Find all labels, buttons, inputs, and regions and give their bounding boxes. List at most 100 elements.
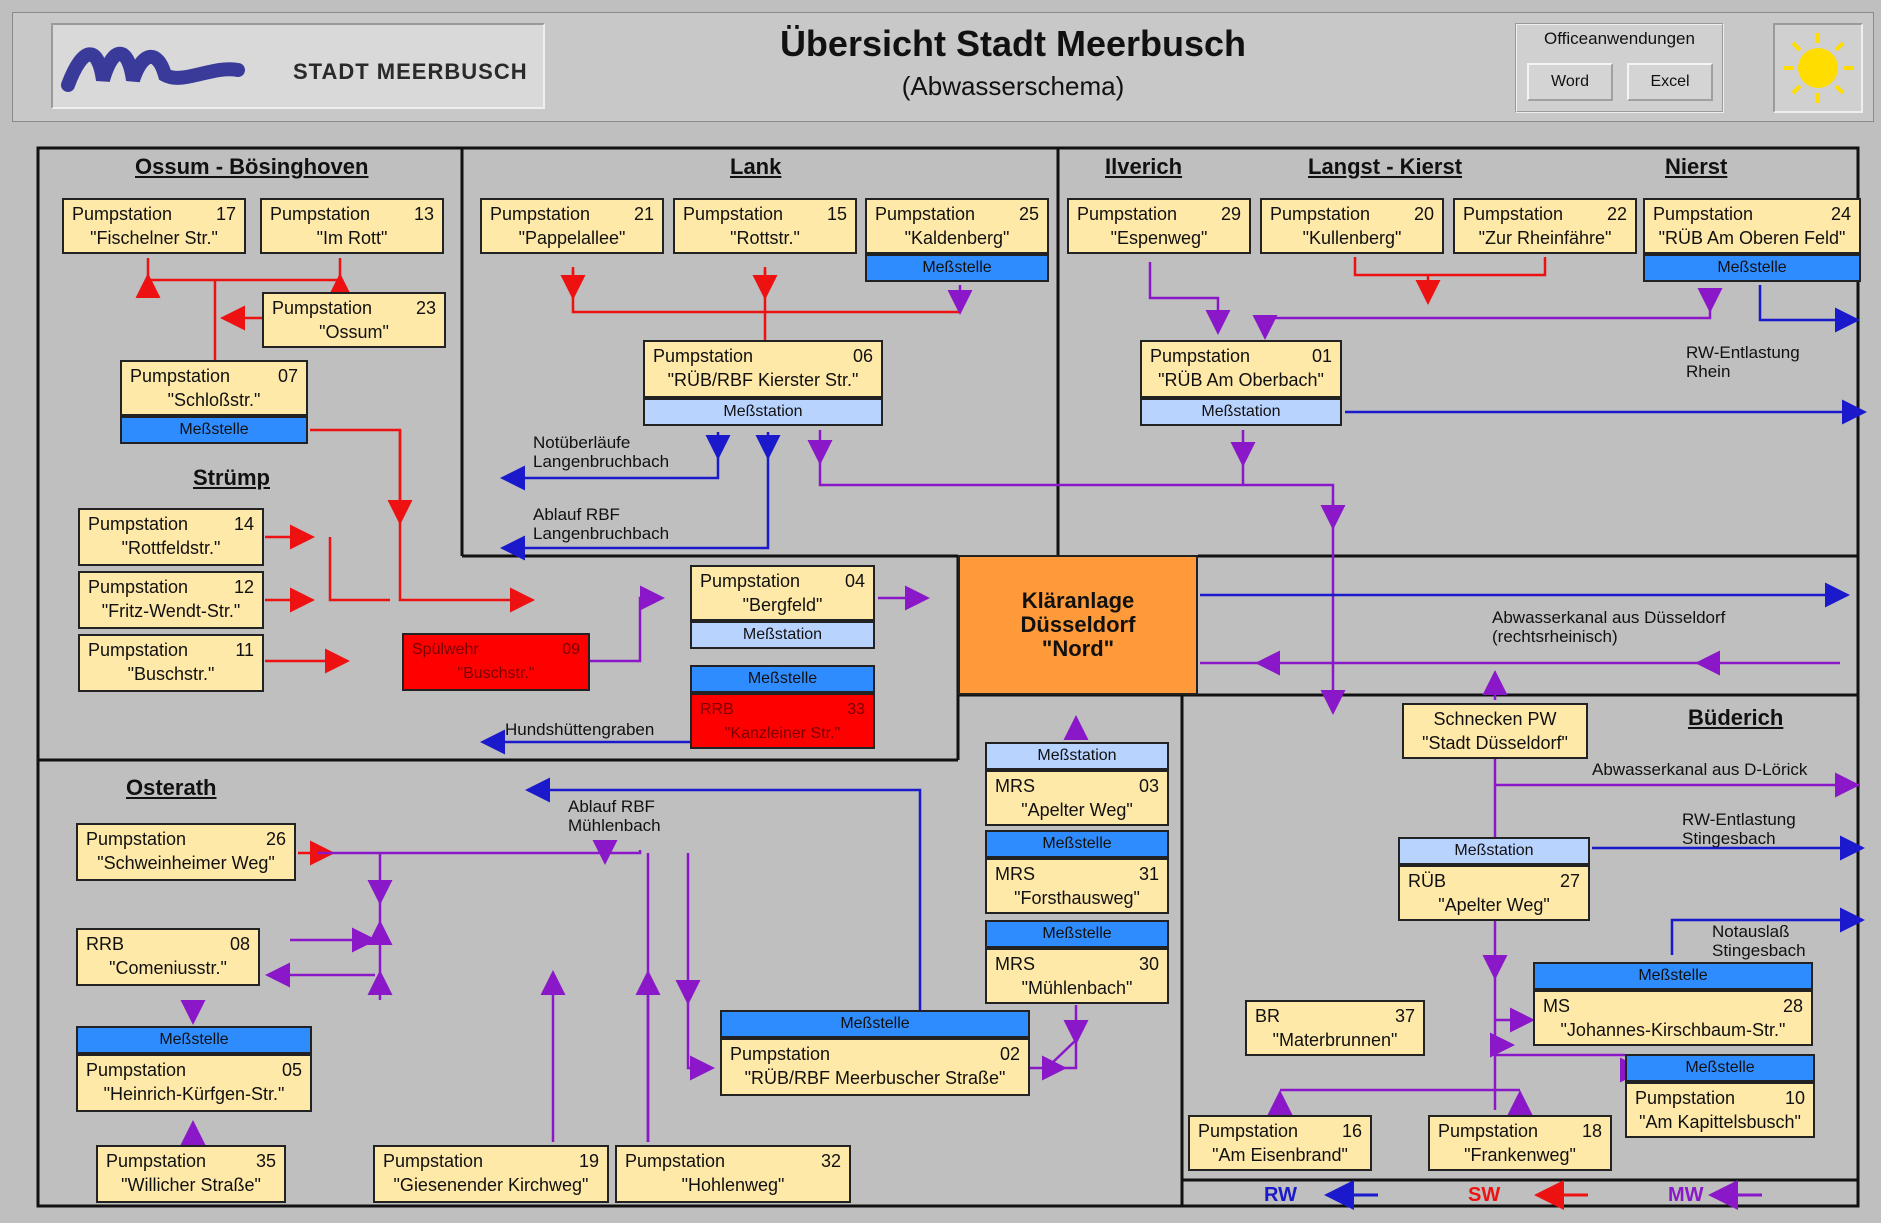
- station-name: "Pappelallee": [518, 228, 626, 248]
- messstelle-10[interactable]: Meßstelle: [1625, 1054, 1815, 1082]
- section-buederich: Büderich: [1688, 705, 1784, 730]
- messstelle-33[interactable]: Meßstelle: [690, 665, 875, 693]
- station-type: Pumpstation: [1438, 1121, 1539, 1141]
- station-number: 25: [1018, 204, 1039, 224]
- station-name: "Kaldenberg": [904, 228, 1010, 248]
- note-hundshuettengraben: Hundshüttengraben: [505, 720, 655, 739]
- word-button[interactable]: Word: [1527, 63, 1613, 101]
- station-type: RRB: [86, 934, 125, 954]
- station-type: Pumpstation: [1150, 346, 1251, 366]
- messstelle-25[interactable]: Meßstelle: [865, 254, 1049, 282]
- station-number: 14: [233, 514, 254, 534]
- weather-button[interactable]: [1773, 23, 1863, 113]
- messstation-01[interactable]: Meßstation: [1140, 398, 1342, 426]
- excel-button[interactable]: Excel: [1627, 63, 1713, 101]
- station-type: Pumpstation: [653, 346, 754, 366]
- station-name: "Frankenweg": [1464, 1145, 1576, 1165]
- station-25[interactable]: Pumpstation 25 "Kaldenberg": [865, 198, 1049, 254]
- office-group: Officeanwendungen Word Excel: [1515, 23, 1724, 113]
- station-number: 20: [1413, 204, 1434, 224]
- station-type: Pumpstation: [1077, 204, 1178, 224]
- station-number: 21: [633, 204, 654, 224]
- station-type: Pumpstation: [72, 204, 173, 224]
- station-type: RÜB: [1408, 871, 1447, 891]
- rueb-27[interactable]: RÜB 27 "Apelter Weg": [1398, 865, 1590, 921]
- klaeranlage[interactable]: Kläranlage Düsseldorf "Nord": [958, 555, 1198, 695]
- station-21[interactable]: Pumpstation 21 "Pappelallee": [480, 198, 664, 254]
- station-type: Pumpstation: [272, 298, 373, 318]
- note-abwasser-duesseldorf: Abwasserkanal aus Düsseldorf (rechtsrhei…: [1492, 608, 1726, 646]
- messstelle-02[interactable]: Meßstelle: [720, 1010, 1030, 1038]
- station-type: MRS: [995, 954, 1035, 974]
- messstelle-30[interactable]: Meßstelle: [985, 920, 1169, 948]
- messstation-03[interactable]: Meßstation: [985, 742, 1169, 770]
- messstelle-07[interactable]: Meßstelle: [120, 416, 308, 444]
- station-type: Pumpstation: [730, 1044, 831, 1064]
- messstelle-05[interactable]: Meßstelle: [76, 1026, 312, 1054]
- station-type: MS: [1543, 996, 1570, 1016]
- station-number: 30: [1138, 954, 1159, 974]
- station-number: 13: [413, 204, 434, 224]
- schnecken-pw[interactable]: Schnecken PW"Stadt Düsseldorf": [1402, 703, 1588, 759]
- station-number: 17: [215, 204, 236, 224]
- station-number: 01: [1311, 346, 1332, 366]
- note-rw-stingesbach: RW-Entlastung Stingesbach: [1682, 810, 1796, 848]
- station-number: 27: [1559, 871, 1580, 891]
- legend-mw: MW: [1668, 1184, 1704, 1206]
- messstation-06[interactable]: Meßstation: [643, 398, 883, 426]
- messstelle-24[interactable]: Meßstelle: [1643, 254, 1861, 282]
- messstation-04[interactable]: Meßstation: [690, 621, 875, 649]
- meerbusch-logo-icon: [61, 47, 245, 92]
- messstelle-28[interactable]: Meßstelle: [1533, 962, 1813, 990]
- section-langst: Langst - Kierst: [1308, 154, 1463, 179]
- klaeranlage-line1: Kläranlage: [1021, 588, 1135, 613]
- messstelle-31[interactable]: Meßstelle: [985, 830, 1169, 858]
- station-name: "Zur Rheinfähre": [1478, 228, 1612, 248]
- station-name: "Espenweg": [1110, 228, 1208, 248]
- station-name: "RÜB Am Oberen Feld": [1658, 228, 1846, 248]
- station-type: Pumpstation: [875, 204, 976, 224]
- messstation-27[interactable]: Meßstation: [1398, 837, 1590, 865]
- office-label: Officeanwendungen: [1544, 29, 1695, 48]
- legend-rw: RW: [1264, 1184, 1297, 1206]
- station-number: 19: [578, 1151, 599, 1171]
- station-name: "Apelter Weg": [1438, 895, 1550, 915]
- klaeranlage-line2: Düsseldorf: [1020, 612, 1136, 637]
- klaeranlage-line3: "Nord": [1041, 636, 1115, 661]
- station-type: Pumpstation: [1635, 1088, 1736, 1108]
- station-number: 08: [229, 934, 250, 954]
- station-type: Pumpstation: [490, 204, 591, 224]
